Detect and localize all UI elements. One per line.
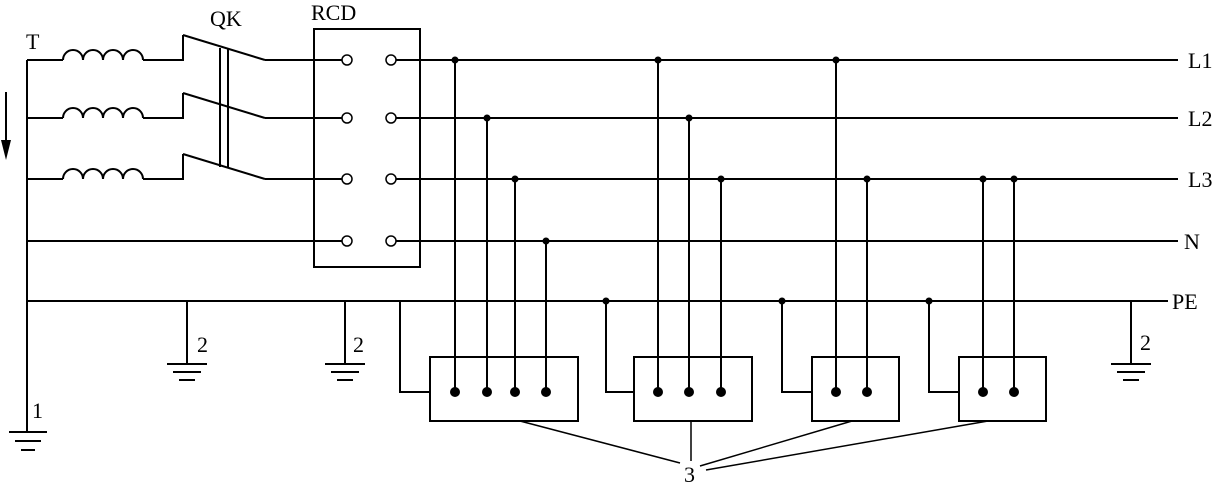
conductor-label-l3: L3	[1188, 167, 1212, 192]
conductor-label-l2: L2	[1188, 106, 1212, 131]
equipment-leader-lines	[519, 420, 989, 471]
conductor-label-pe: PE	[1172, 289, 1198, 314]
transformer-winding-l1	[27, 49, 184, 61]
switch-qk: QK	[182, 6, 266, 180]
pe-ground-3: 2	[1111, 301, 1151, 381]
conductor-l2: L2	[396, 106, 1212, 131]
conductor-l3: L3	[396, 167, 1212, 192]
transformer-source: T 1	[1, 29, 184, 451]
transformer-winding-l2	[27, 107, 184, 119]
conductor-label-l1: L1	[1188, 48, 1212, 73]
conductor-label-n: N	[1184, 229, 1200, 254]
equipment-load-3	[778, 56, 900, 422]
equipment-load-4	[925, 175, 1047, 422]
rcd-device: RCD	[27, 0, 421, 268]
equipment-load-2	[602, 56, 753, 422]
ground-label: 2	[197, 332, 208, 357]
conductor-n: N	[396, 229, 1200, 254]
rcd-label: RCD	[311, 0, 356, 25]
arrow-down-icon	[1, 92, 11, 160]
source-ground-label: 1	[32, 398, 43, 423]
ground-label: 2	[353, 332, 364, 357]
conductor-pe: PE	[27, 289, 1198, 314]
switch-label: QK	[210, 6, 242, 31]
transformer-winding-l3	[27, 168, 184, 180]
equipment-load-1	[399, 56, 579, 422]
ground-icon	[325, 363, 365, 381]
equipment-label: 3	[684, 462, 695, 484]
ground-label: 2	[1140, 330, 1151, 355]
conductor-l1: L1	[396, 48, 1212, 73]
pe-ground-1: 2	[167, 301, 208, 381]
ground-icon	[167, 363, 207, 381]
pe-ground-2: 2	[325, 301, 365, 381]
source-label: T	[26, 29, 40, 54]
source-ground-icon	[9, 431, 47, 451]
ground-icon	[1111, 363, 1151, 381]
